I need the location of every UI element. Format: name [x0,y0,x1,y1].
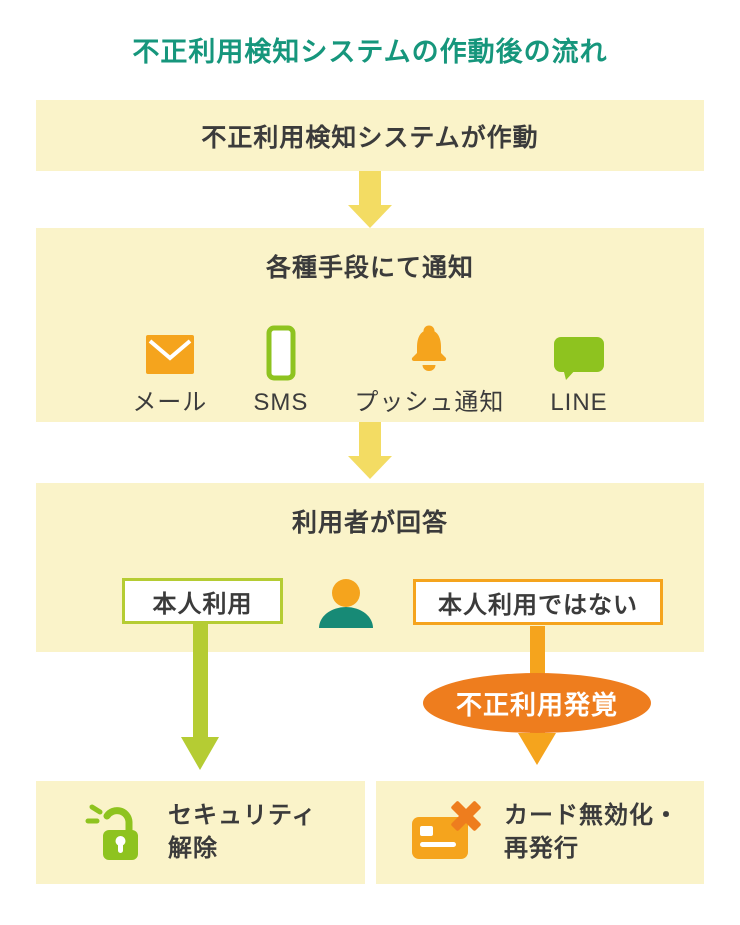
page-title: 不正利用検知システムの作動後の流れ [132,37,608,67]
step3-panel: 利用者が回答 本人利用 本人利用ではない [36,483,704,652]
channel-label: メール [132,389,208,416]
outcome-line2: 再発行 [504,834,579,862]
card-invalid-icon [410,799,486,866]
arrow-head [181,737,219,770]
channel-label: LINE [550,389,608,416]
unlock-icon [84,798,142,867]
outcome-line1: カード無効化・ [504,802,679,830]
step3-label: 利用者が回答 [291,509,448,537]
push-bell-icon [408,316,450,374]
fraud-detected-badge: 不正利用発覚 [423,673,651,733]
arrow-stem [192,624,208,737]
answer-own-use: 本人利用 [122,578,283,624]
channel-label: プッシュ通知 [354,389,505,416]
down-arrow-icon [348,422,392,479]
sms-phone-icon [266,323,296,381]
outcome-card-invalidate: カード無効化・ 再発行 [376,781,704,884]
channel-mail: メール [132,316,207,417]
arrow-stem [359,171,381,205]
arrow-head [348,205,392,228]
step1-panel: 不正利用検知システムが作動 [36,100,704,171]
arrow-stem [359,422,381,456]
down-arrow-icon [348,171,392,228]
channel-line: LINE [550,323,607,417]
outcome-security-release: セキュリティ 解除 [36,781,365,884]
green-down-arrow-icon [181,624,219,770]
line-bubble-icon [554,323,604,381]
outcome-line1: セキュリティ [168,802,317,830]
user-icon [318,578,374,633]
arrow-head [518,733,556,765]
answer-not-own-use: 本人利用ではない [413,579,663,625]
channel-sms: SMS [253,323,308,417]
step2-panel: 各種手段にて通知 メール SMS [36,228,704,422]
notification-channels: メール SMS プッシュ通知 [36,316,704,417]
step1-label: 不正利用検知システムが作動 [201,123,539,152]
arrow-head [348,456,392,479]
mail-icon [145,316,194,374]
step2-label: 各種手段にて通知 [265,254,474,282]
outcome-line2: 解除 [168,834,218,862]
outcome-text: セキュリティ 解除 [168,800,317,865]
outcome-text: カード無効化・ 再発行 [504,800,679,865]
channel-label: SMS [253,389,309,416]
channel-push: プッシュ通知 [354,316,504,417]
